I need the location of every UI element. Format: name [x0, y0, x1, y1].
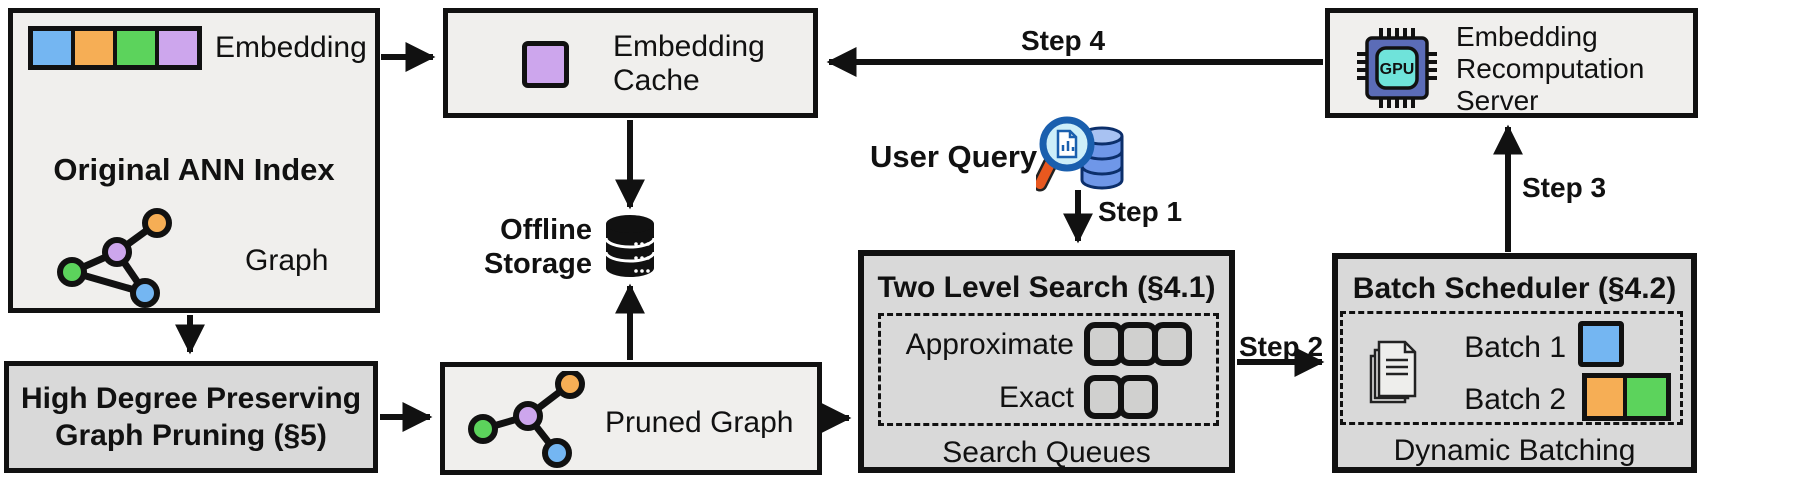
pruning-title-line1: High Degree Preserving: [20, 382, 362, 415]
query-documents-icon: [1369, 340, 1417, 404]
gpu-text: GPU: [1380, 61, 1415, 78]
cache-label-line1: Embedding: [613, 30, 765, 63]
pruned-graph-box: Pruned Graph: [440, 362, 822, 475]
embedding-label: Embedding: [215, 31, 367, 64]
exact-queues-icon: [1084, 375, 1158, 419]
pruned-graph-icon: [468, 371, 585, 468]
two-level-search-box: Two Level Search (§4.1) Approximate Exac…: [858, 250, 1235, 473]
search-queues-panel: Approximate Exact: [878, 313, 1219, 426]
graph-pruning-box: High Degree Preserving Graph Pruning (§5…: [4, 361, 378, 473]
queue-slot: [1118, 375, 1158, 419]
embedding-cell-orange: [71, 31, 113, 65]
graph-label: Graph: [245, 244, 329, 277]
batch-scheduler-title: Batch Scheduler (§4.2): [1352, 272, 1677, 305]
embedding-vector-icon: [28, 26, 202, 70]
batch1-slot-blue: [1578, 321, 1624, 367]
cache-label-line2: Cache: [613, 64, 700, 97]
embedding-cache-box: Embedding Cache: [443, 8, 818, 118]
approximate-label: Approximate: [905, 327, 1074, 361]
recomputation-server-box: GPU Embedding Recomputation Server: [1325, 8, 1698, 118]
step2-label: Step 2: [1238, 331, 1324, 362]
user-query-label: User Query: [870, 139, 1038, 174]
offline-storage-label: Offline Storage: [484, 214, 592, 280]
dynamic-batching-caption: Dynamic Batching: [1393, 434, 1636, 467]
batch1-label: Batch 1: [1464, 331, 1566, 364]
step3-label: Step 3: [1522, 172, 1607, 203]
dynamic-batching-panel: Batch 1 Batch 2: [1340, 311, 1683, 425]
embedding-cell-purple: [155, 31, 197, 65]
server-label-line1: Embedding: [1456, 21, 1598, 52]
graph-icon: [57, 208, 172, 308]
cached-embedding-icon: [522, 41, 569, 88]
user-query-icon: [1036, 116, 1124, 192]
original-ann-index-box: Embedding Original ANN Index Graph: [8, 8, 380, 313]
batch2-slot-green: [1627, 378, 1666, 416]
embedding-cell-green: [113, 31, 155, 65]
original-index-title: Original ANN Index: [53, 152, 335, 187]
step1-label: Step 1: [1098, 196, 1183, 227]
offline-storage-icon: [604, 215, 656, 277]
batch2-label: Batch 2: [1464, 383, 1566, 416]
two-level-search-title: Two Level Search (§4.1): [877, 271, 1216, 304]
pruning-title-line2: Graph Pruning (§5): [55, 419, 327, 452]
embedding-cell-blue: [33, 31, 71, 65]
search-queues-caption: Search Queues: [942, 436, 1151, 469]
pruned-graph-label: Pruned Graph: [605, 406, 794, 439]
batch2-slot-orange: [1587, 378, 1623, 416]
gpu-chip-icon: GPU: [1357, 28, 1437, 108]
server-label-line2: Recomputation: [1456, 53, 1645, 84]
batch2-slots: [1582, 373, 1671, 421]
server-label-line3: Server: [1456, 85, 1539, 116]
exact-label: Exact: [998, 380, 1074, 414]
step4-label: Step 4: [1020, 25, 1106, 56]
queue-slot: [1152, 322, 1192, 366]
approximate-queues-icon: [1084, 322, 1192, 366]
batch-scheduler-box: Batch Scheduler (§4.2) Batch 1 Batch 2: [1332, 253, 1697, 473]
